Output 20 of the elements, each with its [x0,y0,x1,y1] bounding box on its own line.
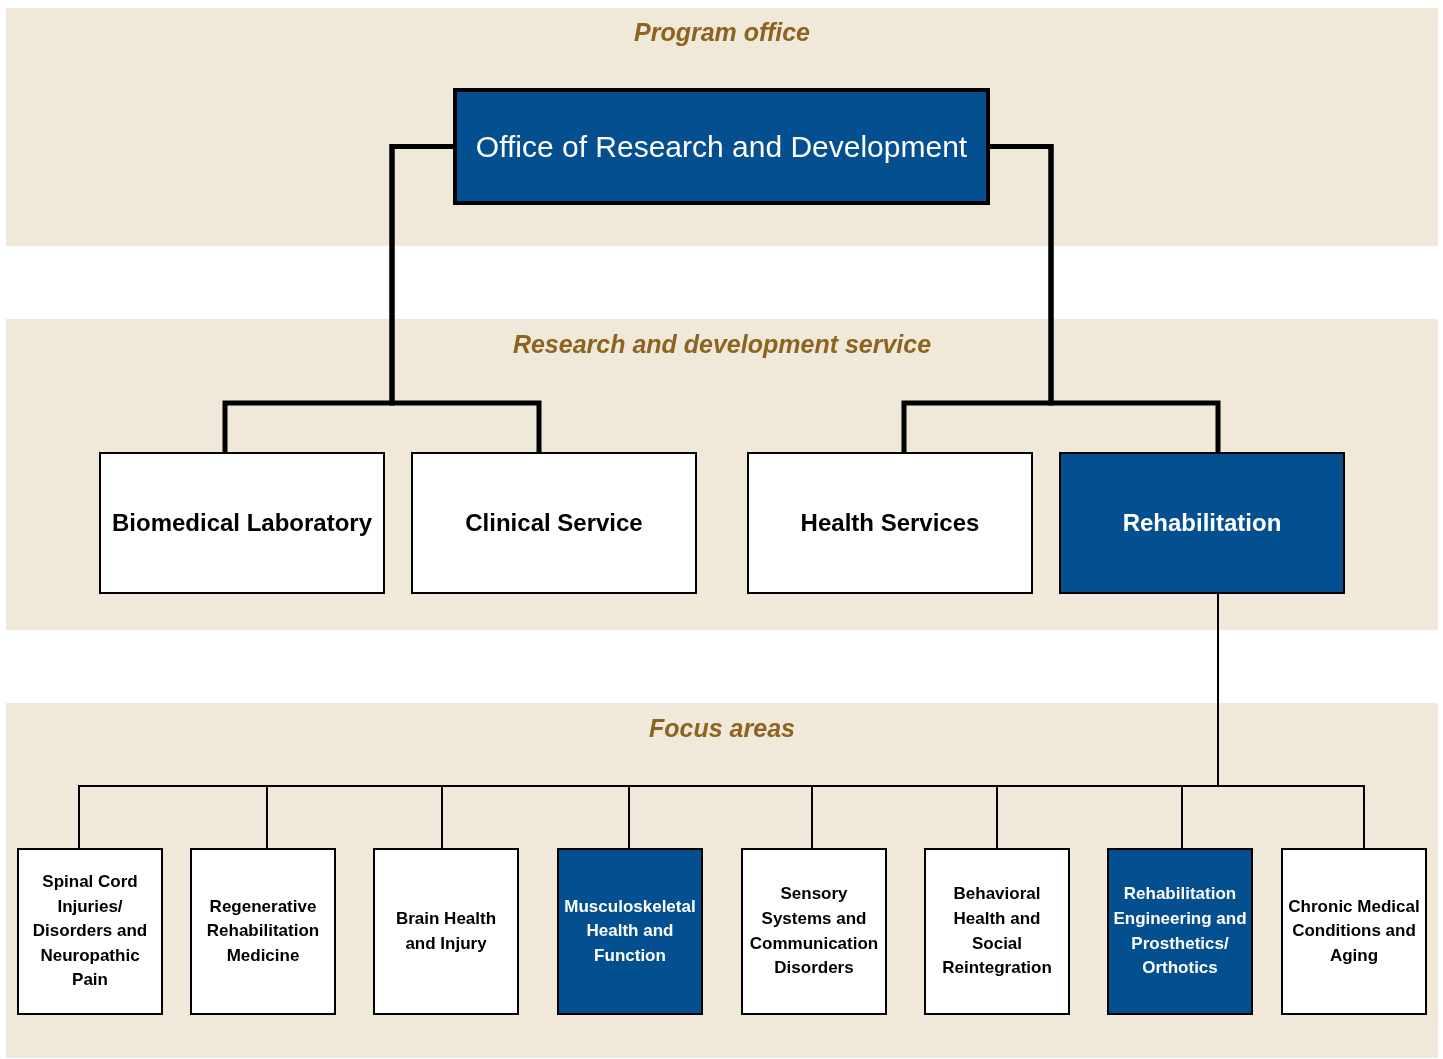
section-band [6,8,1438,246]
section-band [6,703,1438,1058]
org-box: Regenerative Rehabilitation Medicine [190,848,336,1015]
org-box: Chronic Medical Conditions and Aging [1281,848,1427,1015]
section-title: Focus areas [648,714,796,743]
org-box: Clinical Service [411,452,697,594]
org-box: Spinal Cord Injuries/ Disorders and Neuropathic Pain [17,848,163,1015]
section-band [6,319,1438,630]
org-box: Musculoskeletal Health and Function [557,848,703,1015]
org-box: Rehabilitation [1059,452,1345,594]
org-box: Office of Research and Development [453,88,990,205]
org-box: Behavioral Health and Social Reintegration [924,848,1070,1015]
connector-line [389,144,542,452]
org-box: Rehabilitation Engineering and Prosthetics/ Orthotics [1107,848,1253,1015]
section-title: Program office [633,18,811,47]
org-box: Sensory Systems and Communication Disorders [741,848,887,1015]
section-title: Research and development service [511,330,933,359]
org-box: Brain Health and Injury [373,848,519,1015]
org-box: Health Services [747,452,1033,594]
org-box: Biomedical Laboratory [99,452,385,594]
